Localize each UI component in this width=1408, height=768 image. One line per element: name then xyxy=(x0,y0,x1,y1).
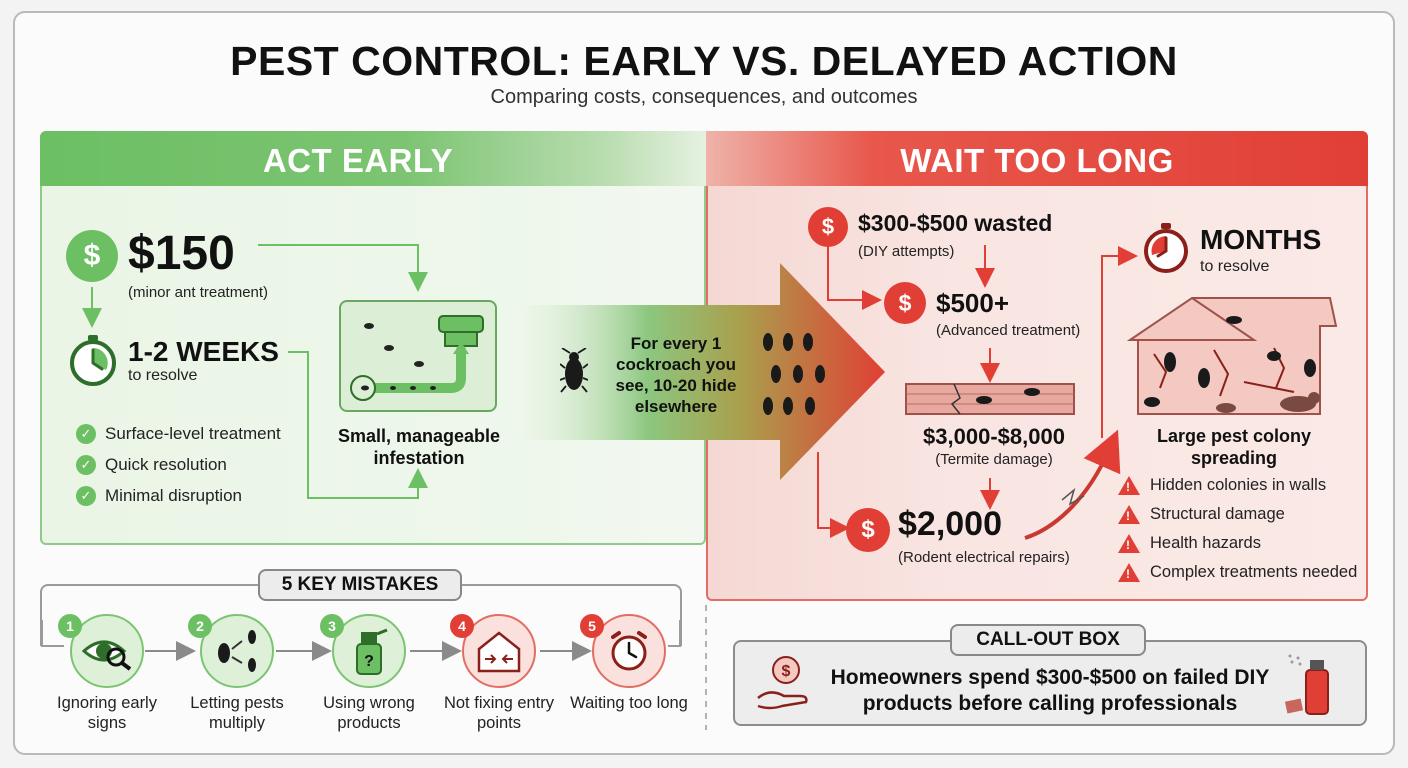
cockroach-cluster-icon xyxy=(758,330,832,420)
consequence-item: !Hidden colonies in walls xyxy=(1118,476,1357,495)
mistake-label: Letting pests multiply xyxy=(190,694,284,732)
mistake-number: 1 xyxy=(58,614,82,638)
spray-bottle-icon: ? xyxy=(332,614,406,688)
check-icon: ✓ xyxy=(76,424,96,444)
wait-too-long-title: WAIT TOO LONG xyxy=(900,142,1174,179)
consequence-item: !Structural damage xyxy=(1118,505,1357,524)
callout-text: Homeowners spend $300-$500 on failed DIY… xyxy=(830,666,1270,715)
diy-cost: $300-$500 wasted xyxy=(858,210,1053,236)
transition-arrow xyxy=(520,263,885,480)
check-icon: ✓ xyxy=(76,455,96,475)
dollar-icon: $ xyxy=(846,508,890,552)
mistakes-title: 5 KEY MISTAKES xyxy=(258,569,462,601)
stopwatch-icon xyxy=(66,333,120,387)
hand-money-icon: $ xyxy=(756,654,812,714)
dollar-icon: $ xyxy=(808,207,848,247)
early-benefits-list: ✓Surface-level treatment ✓Quick resoluti… xyxy=(76,424,281,506)
warning-icon: ! xyxy=(1118,534,1140,553)
magnifier-eye-icon xyxy=(70,614,144,688)
late-time: MONTHS xyxy=(1200,224,1322,255)
diy-cost-note: (DIY attempts) xyxy=(858,243,955,260)
rodent-cost-note: (Rodent electrical repairs) xyxy=(898,549,1070,566)
page-title: PEST CONTROL: EARLY VS. DELAYED ACTION xyxy=(230,38,1178,84)
cockroach-ratio-text: For every 1 cockroach you see, 10-20 hid… xyxy=(615,334,737,416)
early-infestation-label: Small, manageable infestation xyxy=(337,426,501,468)
termite-cost: $3,000-$8,000 xyxy=(923,424,1065,449)
benefit-item: ✓Quick resolution xyxy=(76,455,281,475)
mistake-label: Waiting too long xyxy=(570,694,688,712)
stopwatch-icon xyxy=(1140,222,1192,274)
benefit-item: ✓Minimal disruption xyxy=(76,486,281,506)
termite-wood-icon xyxy=(904,380,1076,420)
late-consequences-list: !Hidden colonies in walls !Structural da… xyxy=(1118,476,1357,582)
page-subtitle: Comparing costs, consequences, and outco… xyxy=(490,86,918,108)
early-time: 1-2 WEEKS xyxy=(128,336,279,367)
consequence-item: !Complex treatments needed xyxy=(1118,563,1357,582)
colony-label: Large pest colony spreading xyxy=(1156,426,1312,468)
warning-icon: ! xyxy=(1118,505,1140,524)
late-time-note: to resolve xyxy=(1200,258,1270,275)
mistake-number: 3 xyxy=(320,614,344,638)
warning-icon: ! xyxy=(1118,476,1140,495)
early-cost-note: (minor ant treatment) xyxy=(128,284,269,301)
mistake-label: Using wrong products xyxy=(323,694,415,732)
warning-icon: ! xyxy=(1118,563,1140,582)
dollar-icon: $ xyxy=(66,230,118,282)
callout-title: CALL-OUT BOX xyxy=(950,624,1146,656)
mistake-number: 2 xyxy=(188,614,212,638)
advanced-cost-note: (Advanced treatment) xyxy=(936,322,1081,339)
mistake-number: 5 xyxy=(580,614,604,638)
svg-text:$: $ xyxy=(782,663,791,680)
infested-house-icon xyxy=(1124,292,1340,418)
mistake-label: Not fixing entry points xyxy=(443,694,555,732)
wait-too-long-header xyxy=(706,131,1368,186)
act-early-header xyxy=(40,131,706,186)
rodent-cost: $2,000 xyxy=(898,505,1002,543)
act-early-title: ACT EARLY xyxy=(262,142,454,179)
bait-trap-icon xyxy=(339,300,497,412)
early-time-note: to resolve xyxy=(128,367,198,384)
multiplying-bugs-icon xyxy=(200,614,274,688)
mistake-number: 4 xyxy=(450,614,474,638)
check-icon: ✓ xyxy=(76,486,96,506)
termite-cost-note: (Termite damage) xyxy=(935,451,1053,468)
dollar-icon: $ xyxy=(884,282,926,324)
cockroach-icon xyxy=(559,347,589,396)
consequence-item: !Health hazards xyxy=(1118,534,1357,553)
spray-can-icon xyxy=(1284,652,1340,718)
advanced-cost: $500+ xyxy=(936,288,1010,318)
svg-text:?: ? xyxy=(364,653,374,670)
early-cost: $150 xyxy=(128,227,235,280)
house-entry-icon xyxy=(462,614,536,688)
mistake-label: Ignoring early signs xyxy=(57,694,157,732)
benefit-item: ✓Surface-level treatment xyxy=(76,424,281,444)
alarm-clock-icon xyxy=(592,614,666,688)
